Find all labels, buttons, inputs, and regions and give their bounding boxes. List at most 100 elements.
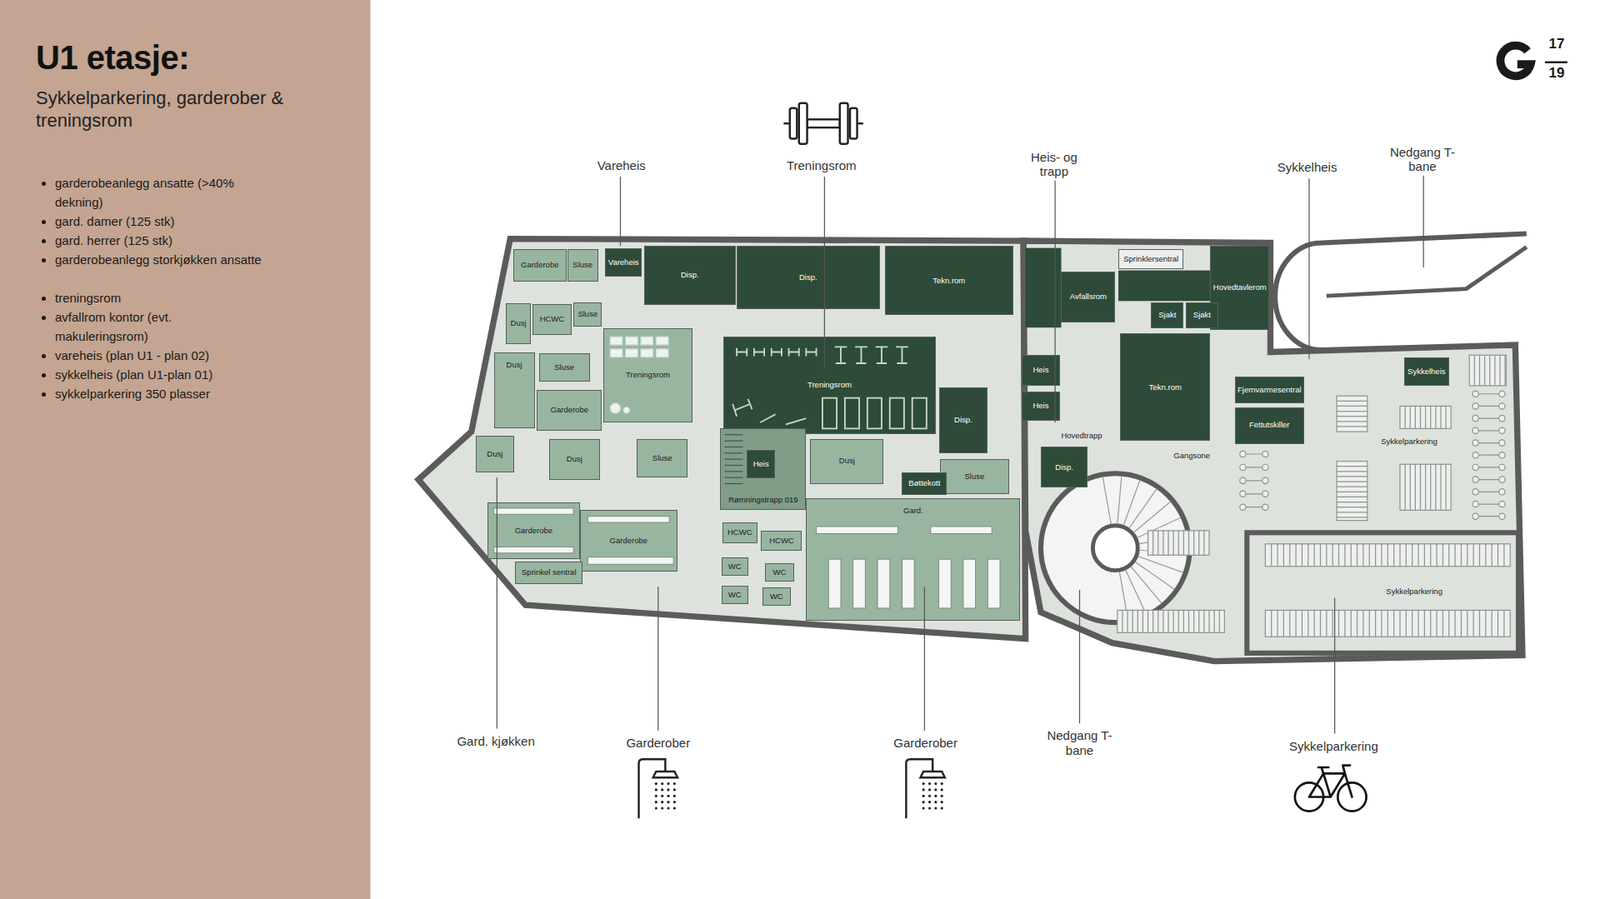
bicycle-icon [1309, 765, 1352, 798]
bike-racks [1157, 610, 1159, 633]
bike-racks [1489, 355, 1490, 386]
bike-racks [1473, 503, 1505, 505]
lockers [494, 508, 1000, 609]
room: WC [765, 563, 794, 582]
dumbbell-icon [783, 122, 790, 125]
mats [610, 336, 669, 414]
spiral-stair [1092, 525, 1138, 571]
bike-racks [1499, 513, 1505, 520]
bullet-item: gard. herrer (125 stk) [55, 230, 264, 250]
callout-label: Gard. kjøkken [437, 734, 555, 749]
bike-racks [1240, 464, 1246, 470]
room-label: Fjernvarmesentral [1237, 385, 1302, 395]
leader-lines [1423, 175, 1425, 268]
shower-icon [934, 782, 937, 785]
leader-lines [496, 175, 1424, 735]
mats [625, 349, 639, 358]
room: Fettutskiller [1235, 407, 1305, 445]
bike-racks [1336, 410, 1368, 412]
dumbbell-icon [790, 108, 798, 140]
bike-racks [1265, 610, 1510, 637]
bike-racks [1295, 544, 1296, 567]
room-label: WC [770, 592, 784, 601]
metro-ramp [1326, 246, 1527, 296]
room-label: Heis [753, 460, 770, 469]
bike-racks [1491, 544, 1493, 567]
bike-racks [1494, 355, 1495, 386]
lockers [587, 516, 670, 523]
room-label: Disp. [799, 273, 818, 282]
room-label: Tekn.rom [932, 276, 965, 285]
room: Bøttekott [901, 472, 947, 495]
bullet-item: treningsrom [55, 288, 264, 308]
room: Sluse [539, 353, 590, 382]
gym-equipment [912, 398, 927, 430]
room: Dusj [549, 439, 600, 480]
bike-racks [1167, 530, 1169, 555]
bike-racks [1460, 610, 1462, 637]
leader-lines [824, 176, 825, 370]
room: HCWC [760, 530, 802, 551]
room-label: Dusj [566, 455, 583, 464]
room-label: Sjakt [1193, 310, 1211, 320]
bike-racks [1472, 390, 1479, 397]
room-label: Dusj [510, 319, 527, 328]
bike-racks [1430, 405, 1431, 429]
shower-icon [922, 806, 925, 810]
bike-racks [1152, 610, 1154, 633]
bike-racks [1262, 477, 1269, 484]
bike-racks [1117, 355, 1510, 637]
shower-icon [666, 782, 670, 785]
room-label: Sjakt [1158, 310, 1176, 320]
bike-racks [1479, 355, 1480, 386]
bike-racks [1369, 544, 1370, 567]
bike-racks [1499, 415, 1505, 421]
room-label: HCWC [769, 536, 795, 545]
bike-racks [1214, 610, 1215, 633]
shower-icon [666, 788, 670, 791]
room: Disp. [736, 245, 880, 310]
bike-racks [1417, 610, 1419, 637]
leader-lines [496, 477, 498, 729]
room: WC [721, 557, 749, 576]
bike-racks [1399, 610, 1400, 637]
room: Garderobe [513, 249, 567, 282]
subtitle: Sykkelparkering, garderober & treningsro… [35, 87, 336, 133]
room: SykkelparkeringSykkelheis [1305, 354, 1512, 530]
bike-racks [1332, 544, 1334, 567]
bike-racks [1240, 506, 1268, 508]
bike-racks [1473, 455, 1505, 456]
bike-racks [1472, 513, 1479, 520]
building-outline [418, 239, 1026, 640]
room: Gangsone [1142, 445, 1241, 468]
bike-racks [1424, 610, 1425, 637]
shower-icon [922, 800, 925, 804]
bike-racks [1499, 476, 1505, 483]
bike-racks [1380, 610, 1382, 637]
bullet-item: sykkelheis (plan U1-plan 01) [55, 365, 264, 385]
bike-racks [1295, 610, 1296, 637]
escape-stair [724, 465, 743, 466]
bike-racks [1375, 544, 1376, 567]
escape-stair [724, 434, 743, 435]
callout-label: Nedgang T-bane [1389, 145, 1456, 175]
bike-racks [1420, 405, 1421, 429]
shower-icon [940, 788, 944, 791]
stair-steps [1123, 480, 1140, 525]
bike-racks [1472, 489, 1479, 495]
room: Disp. [939, 387, 989, 453]
spiral-stair [1040, 473, 1190, 623]
bike-racks [1307, 610, 1309, 637]
shower-icon [666, 800, 670, 804]
shower-icon [920, 771, 945, 778]
escape-stair [724, 477, 743, 479]
bike-racks [1314, 610, 1315, 637]
lockers [877, 559, 890, 609]
room: Rømningstrapp 019Heis [720, 428, 806, 510]
bicycle-icon [1295, 782, 1324, 811]
bike-racks [1472, 476, 1479, 483]
bike-racks [1219, 610, 1220, 633]
shower-icon [934, 806, 937, 810]
dumbbell-icon [850, 108, 858, 140]
